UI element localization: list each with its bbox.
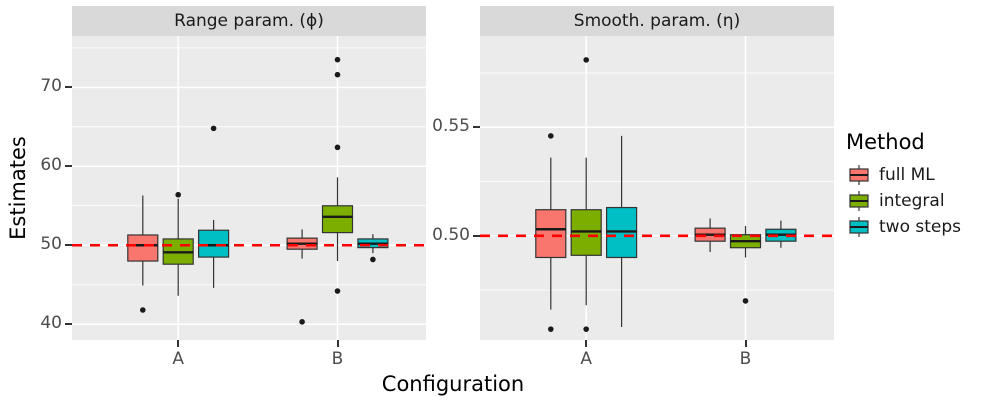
y-tick-label: 60: [40, 155, 62, 176]
legend-entry-two-steps: two steps: [846, 214, 961, 240]
facet-strip-smooth: Smooth. param. (η): [480, 6, 834, 36]
y-tick-mark: [65, 86, 72, 89]
y-tick-mark: [65, 323, 72, 326]
legend-label: integral: [879, 191, 945, 211]
x-tick-label: A: [172, 349, 184, 369]
y-tick-label: 70: [40, 76, 62, 97]
y-tick-label: 50: [40, 234, 62, 255]
y-tick-label: 0.55: [432, 116, 470, 137]
x-tick-mark: [336, 340, 339, 347]
y-tick-mark: [65, 244, 72, 247]
y-tick-mark: [473, 234, 480, 237]
y-tick-label: 0.50: [432, 224, 470, 245]
boxplot-key-icon: [846, 189, 872, 213]
x-tick-label: B: [331, 349, 344, 369]
facet-range-param: Range param. (ϕ): [72, 6, 426, 340]
x-tick-label: B: [739, 349, 752, 369]
x-axis-title: Configuration: [381, 372, 525, 396]
y-tick-label: 40: [40, 313, 62, 334]
panel-range-param: [72, 36, 426, 340]
x-tick-mark: [177, 340, 180, 347]
facet-smooth-param: Smooth. param. (η): [480, 6, 834, 340]
legend: Method full ML integral two steps: [846, 130, 961, 240]
legend-entry-full-ml: full ML: [846, 162, 961, 188]
x-tick-mark: [744, 340, 747, 347]
panel-smooth-param: [480, 36, 834, 340]
boxplot-key-icon: [846, 215, 872, 239]
x-tick-label: A: [580, 349, 592, 369]
legend-entry-integral: integral: [846, 188, 961, 214]
legend-label: two steps: [879, 217, 962, 237]
y-tick-mark: [65, 165, 72, 168]
y-tick-mark: [473, 126, 480, 129]
x-tick-mark: [585, 340, 588, 347]
legend-title: Method: [846, 130, 925, 154]
facet-strip-range: Range param. (ϕ): [72, 6, 426, 36]
legend-label: full ML: [879, 165, 935, 185]
boxplot-key-icon: [846, 163, 872, 187]
